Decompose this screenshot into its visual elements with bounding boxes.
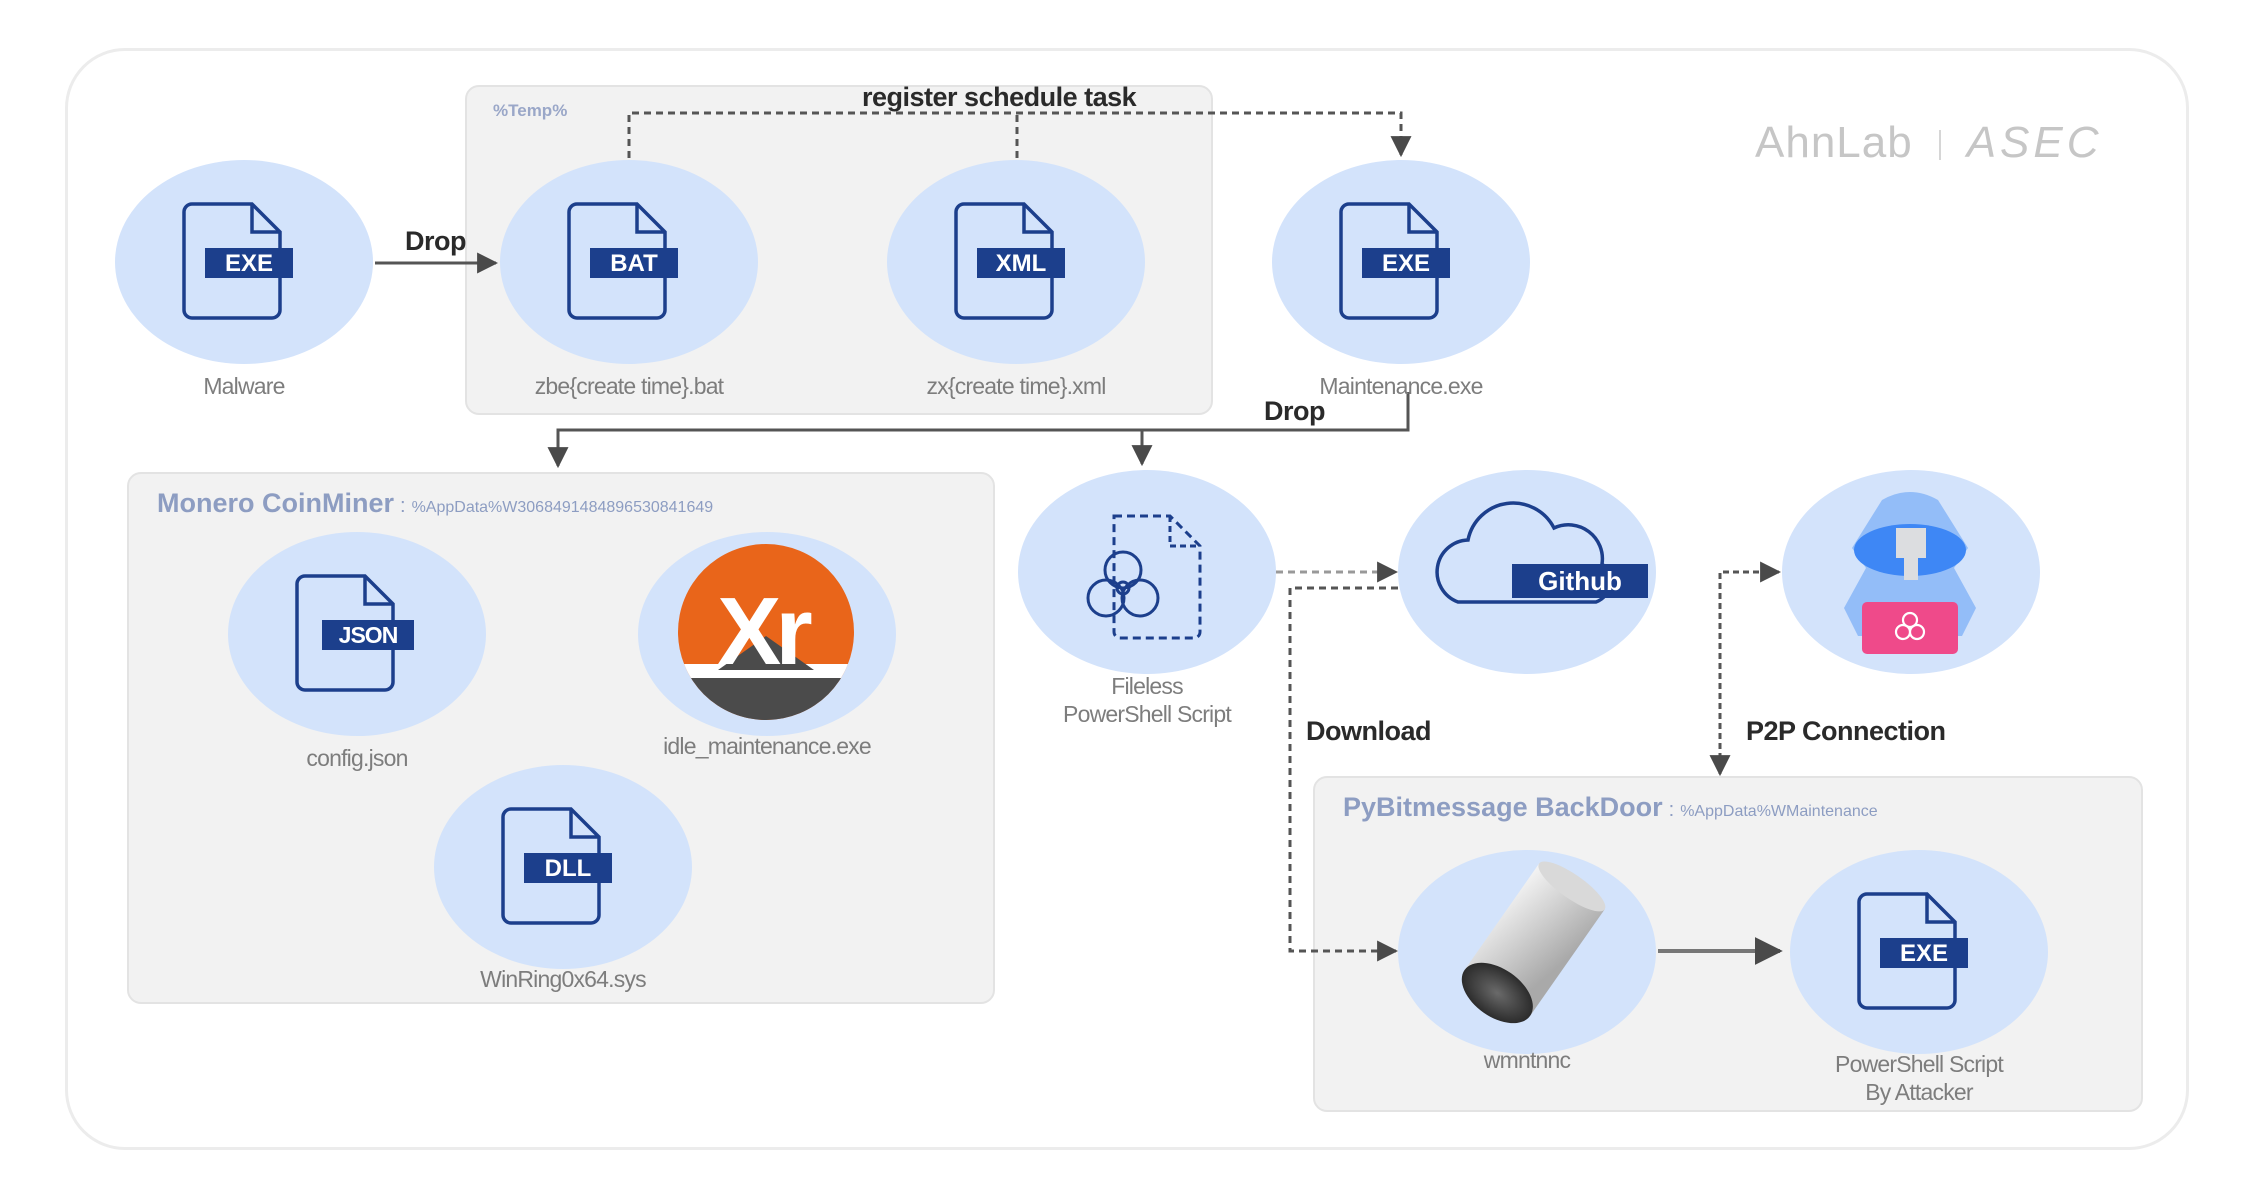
- edge-label-drop: Drop: [1264, 396, 1326, 426]
- cylinder-icon: [1461, 861, 1606, 1024]
- file-badge: EXE: [1382, 250, 1430, 277]
- json-file-icon: JSON: [295, 574, 414, 692]
- node-label-line: PowerShell Script: [1063, 701, 1232, 727]
- edge-label-register-schedule-task: register schedule task: [862, 82, 1137, 112]
- title-separator: :: [400, 495, 406, 517]
- logo-separator: [1938, 130, 1941, 161]
- dll-file-icon: DLL: [501, 807, 612, 925]
- node-label-line: By Attacker: [1865, 1079, 1973, 1105]
- node-label: Fileless PowerShell Script: [958, 672, 1336, 728]
- exe-file-icon: EXE: [1857, 892, 1968, 1010]
- exe-file-icon: EXE: [182, 202, 293, 320]
- biohazard-file-icon: [1086, 514, 1202, 640]
- node-label: Maintenance.exe: [1319, 373, 1483, 399]
- group-coinminer-name: Monero CoinMiner: [157, 488, 394, 518]
- xml-file-icon: XML: [954, 202, 1065, 320]
- hacker-icon: [1844, 492, 1976, 654]
- group-coinminer-title: Monero CoinMiner: %AppData%W3068491484896…: [157, 488, 713, 519]
- node-label: PowerShell Script By Attacker: [1730, 1050, 2108, 1106]
- file-badge: BAT: [610, 250, 658, 277]
- group-backdoor-title: PyBitmessage BackDoor: %AppData%WMaintena…: [1343, 792, 1878, 823]
- group-backdoor-name: PyBitmessage BackDoor: [1343, 792, 1663, 822]
- group-coinminer-path: %AppData%W3068491484896530841649: [411, 499, 714, 516]
- title-separator: :: [1668, 799, 1675, 821]
- exe-file-icon: EXE: [1339, 202, 1450, 320]
- node-label: config.json: [306, 745, 408, 771]
- node-label-line: PowerShell Script: [1835, 1051, 2004, 1077]
- file-badge: DLL: [545, 855, 592, 882]
- xmrig-logo-icon: Xr: [678, 544, 854, 720]
- node-label: WinRing0x64.sys: [480, 966, 646, 992]
- node-label: idle_maintenance.exe: [663, 733, 872, 759]
- file-badge: EXE: [225, 250, 273, 277]
- file-badge: JSON: [339, 622, 398, 648]
- group-temp-title: %Temp%: [493, 101, 568, 120]
- node-label: wmntnnc: [1483, 1047, 1571, 1073]
- group-backdoor-path: %AppData%WMaintenance: [1680, 803, 1878, 820]
- file-badge: XML: [996, 250, 1047, 277]
- node-label-line: Fileless: [1111, 673, 1183, 699]
- node-circle: [1018, 470, 1276, 674]
- ahnlab-asec-logo: AhnLab ASEC: [1755, 118, 2103, 168]
- node-label: zx{create time}.xml: [926, 373, 1106, 399]
- github-badge: Github: [1538, 566, 1622, 596]
- edge-label-p2p-connection: P2P Connection: [1746, 716, 1946, 746]
- node-label: Malware: [203, 373, 285, 399]
- cloud-icon: Github: [1435, 501, 1648, 604]
- file-badge: EXE: [1900, 940, 1948, 967]
- xmrig-logo-text: Xr: [717, 578, 811, 685]
- logo-brand: AhnLab: [1755, 118, 1913, 167]
- edge-label-drop: Drop: [405, 226, 467, 256]
- node-label: zbe{create time}.bat: [534, 373, 724, 399]
- bat-file-icon: BAT: [567, 202, 678, 320]
- logo-product: ASEC: [1966, 118, 2103, 167]
- edge-label-download: Download: [1306, 716, 1432, 746]
